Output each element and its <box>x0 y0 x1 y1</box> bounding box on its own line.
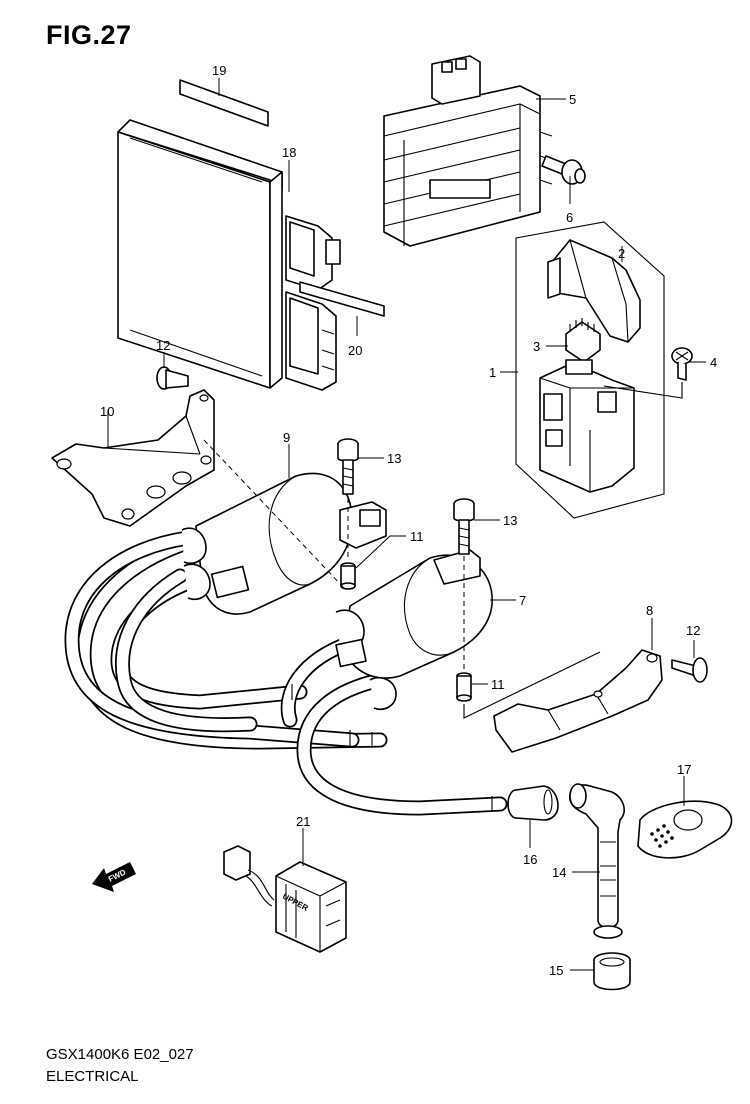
grommet-dots <box>650 824 674 848</box>
part-21-sensor-unit: UPPER <box>223 845 347 953</box>
callout-19: 19 <box>212 63 226 78</box>
callout-13-a: 13 <box>387 451 401 466</box>
callout-5: 5 <box>569 92 576 107</box>
assembly-guide-lines <box>203 382 683 719</box>
callout-7: 7 <box>519 593 526 608</box>
part-20-strip <box>299 281 385 317</box>
part-4-screw <box>671 347 693 381</box>
part-11-spacer-a <box>340 562 356 590</box>
callout-numbers: 19 18 5 6 2 3 1 4 20 12 10 9 13 13 11 11… <box>100 63 717 978</box>
part-16-plug-cap <box>507 785 559 821</box>
part-12-bolt-right <box>671 657 708 683</box>
part-15-ring <box>593 952 631 991</box>
callout-leader-lines <box>107 78 706 971</box>
callout-4: 4 <box>710 355 717 370</box>
front-direction-arrow: FWD <box>92 862 136 892</box>
part-9-ignition-coil <box>181 472 387 615</box>
part-2-relay-cap <box>547 239 641 343</box>
callout-13-b: 13 <box>503 513 517 528</box>
callout-10: 10 <box>100 404 114 419</box>
part-6-bolt <box>541 155 586 185</box>
category-label: ELECTRICAL <box>46 1068 139 1085</box>
part-8-bracket <box>493 649 663 753</box>
callout-12-upper: 12 <box>156 338 170 353</box>
ignition-coil-cables <box>64 530 508 816</box>
callout-11-a: 11 <box>410 529 424 544</box>
callout-17: 17 <box>677 762 691 777</box>
part-19-label <box>179 79 269 127</box>
callout-14: 14 <box>552 865 566 880</box>
callout-1: 1 <box>489 365 496 380</box>
callout-18: 18 <box>282 145 296 160</box>
part-7-ignition-coil <box>335 549 493 710</box>
callout-21: 21 <box>296 814 310 829</box>
part-11-spacer-b <box>456 672 472 702</box>
callout-16: 16 <box>523 852 537 867</box>
part-1-starter-relay-assembly <box>515 221 665 519</box>
callout-20: 20 <box>348 343 362 358</box>
callout-15: 15 <box>549 963 563 978</box>
callout-11-b: 11 <box>491 677 505 692</box>
callout-6: 6 <box>566 210 573 225</box>
callout-2: 2 <box>618 246 625 261</box>
part-10-bracket <box>51 389 215 527</box>
part-3-fuse <box>565 318 601 363</box>
callout-9: 9 <box>283 430 290 445</box>
callout-8: 8 <box>646 603 653 618</box>
part-13-bolt-b <box>453 498 475 555</box>
model-code: GSX1400K6 E02_027 <box>46 1046 194 1063</box>
part-12-bolt-upper <box>156 366 189 390</box>
callout-12-right: 12 <box>686 623 700 638</box>
part-5-regulator-rectifier <box>383 55 553 247</box>
part-13-bolt-a <box>337 438 359 495</box>
part-17-grommet <box>637 800 733 859</box>
figure-title: FIG.27 <box>46 20 132 50</box>
callout-3: 3 <box>533 339 540 354</box>
part-14-plug-boot <box>568 783 625 939</box>
starter-relay-body <box>539 359 635 493</box>
part-18-ecm-unit <box>117 119 341 391</box>
